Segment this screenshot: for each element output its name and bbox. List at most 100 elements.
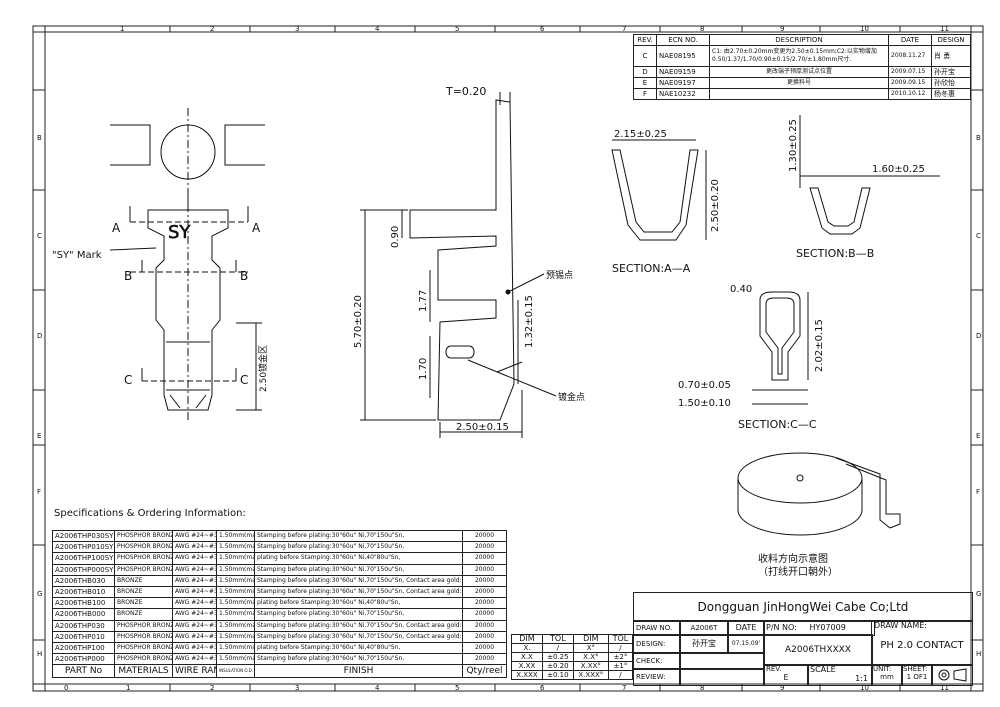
scale-value: 1:1 — [855, 674, 868, 683]
qty-per-reel: 20000 — [462, 608, 507, 621]
finish: Stamping before plating:30"60u" Ni,70"15… — [254, 563, 463, 576]
revision-row: D NAE09159 更改端子预厚测试点位置 2009.07.15 孙开宝 — [633, 66, 971, 78]
wire-range: AWG #24~#30 — [172, 619, 217, 632]
rev-date: 2009.09.15 — [888, 77, 932, 89]
insulation-od: 1.50mm(max) — [216, 597, 255, 610]
cut-a-right-label: A — [252, 221, 261, 235]
cut-c-left-label: C — [124, 373, 132, 387]
sec-b-130-label: 1.30±0.25 — [788, 119, 799, 172]
insulation-od: 1.50mm(max) — [216, 641, 255, 655]
rev-description — [709, 88, 889, 100]
tolerance-cell: ±0.10 — [541, 670, 574, 680]
insulation-od: 1.50mm(max) — [216, 608, 255, 621]
finish: Stamping before plating:30"60u" Ni,70"15… — [254, 574, 463, 587]
part-number: A2006THP100SY — [52, 552, 115, 565]
draw-no-label: DRAW NO. — [633, 620, 681, 636]
material: PHOSPHOR BRONZE — [114, 563, 173, 576]
design-col-header: DESIGN — [931, 34, 971, 46]
grid-col-label: 9 — [780, 684, 784, 692]
grid-col-label: 7 — [622, 684, 626, 692]
tolerance-cell: X.X — [511, 652, 543, 662]
tolerance-col-header: DIM — [572, 634, 609, 644]
draw-name-label: DRAW NAME: — [874, 621, 927, 630]
wire-range: AWG #24~#30 — [172, 585, 217, 599]
cut-b-right-label: B — [240, 269, 248, 283]
carrier-strip-right — [224, 124, 265, 166]
section-a — [611, 139, 707, 241]
scale-box: SCALE 1:1 — [807, 664, 873, 686]
unit-box: UNIT: mm — [871, 664, 903, 686]
grid-row-label: F — [37, 488, 41, 496]
qty-per-reel: 20000 — [462, 585, 507, 599]
inner-border — [44, 31, 972, 685]
spec-col-header: INSULATION O.D. — [216, 664, 255, 679]
grid-row-label: D — [37, 332, 42, 340]
sheet-label: SHEET: — [903, 665, 928, 673]
tolerance-cell: X.XX — [511, 661, 543, 671]
sy-mark-label: "SY" Mark — [52, 250, 102, 261]
revision-table: REV. ECN NO. DESCRIPTION DATE DESIGN C N… — [633, 34, 971, 100]
rev-date: 2010.10.12 — [888, 88, 932, 100]
company-name: Dongguan JinHongWei Cabe Co;Ltd — [633, 592, 973, 622]
carrier-strip-left — [110, 124, 151, 166]
wire-range: AWG #24~#30 — [172, 563, 217, 576]
grid-row-label: C — [976, 232, 981, 240]
material: PHOSPHOR BRONZE — [114, 541, 173, 554]
qty-per-reel: 20000 — [462, 630, 507, 643]
qty-per-reel: 20000 — [462, 574, 507, 587]
draw-name-box: DRAW NAME: PH 2.0 CONTACT — [871, 620, 973, 666]
tolerance-row: X./X°/ — [511, 643, 633, 653]
tin-point-leader — [507, 273, 545, 293]
sec-c-title: SECTION:C—C — [738, 418, 817, 431]
date-col-header: DATE — [888, 34, 932, 46]
grid-row-label: C — [37, 232, 42, 240]
pn-label: P/N NO: — [766, 623, 797, 632]
spec-col-header: Qty/reel — [462, 664, 507, 679]
cut-c-right-label: C — [240, 373, 248, 387]
grid-col-label: 5 — [455, 684, 459, 692]
finish: Stamping before plating:30"60u" Ni,70"15… — [254, 608, 463, 621]
outer-border — [32, 25, 984, 692]
rev-description: 更改端子预厚测试点位置 — [709, 66, 889, 78]
reel-note-2: （打线开口朝外） — [758, 565, 838, 578]
insulation-od: 1.50mm(max) — [216, 563, 255, 576]
tolerance-cell: X.XX° — [572, 661, 609, 671]
reel-strip-edge — [845, 463, 901, 529]
draw-name-value: PH 2.0 CONTACT — [880, 640, 964, 651]
tolerance-col-header: TOL — [607, 634, 633, 644]
rev-designer: 杨冬惠 — [931, 88, 971, 100]
spec-title: Specifications & Ordering Information: — [54, 508, 246, 519]
grid-row-label: E — [976, 432, 980, 440]
cut-a-left-label: A — [112, 221, 121, 235]
tip-hatch-1 — [169, 394, 181, 409]
section-c-outer — [759, 291, 801, 381]
revision-row: C NAE08195 C1: 由2.70±0.20mm变更为2.50±0.15m… — [633, 45, 971, 67]
reel-illustration — [737, 452, 901, 536]
grid-col-label: 0 — [64, 684, 68, 692]
finish: plating before Stamping:30"60u" Ni,40"80… — [254, 552, 463, 565]
dim-090-label: 0.90 — [390, 226, 401, 248]
ecn-number: NAE08195 — [656, 45, 710, 67]
tip-hatch-2 — [195, 394, 207, 409]
qty-per-reel: 20000 — [462, 541, 507, 554]
grid-row-label: G — [37, 590, 42, 598]
insulation-od: 1.50mm(max) — [216, 619, 255, 632]
sec-c-070-label: 0.70±0.05 — [678, 380, 731, 391]
rev-designer: 孙开宝 — [931, 66, 971, 78]
rev-date: 2008.11.27 — [888, 45, 932, 67]
rev-description: 更换料号 — [709, 77, 889, 89]
grid-col-label: 7 — [622, 25, 626, 33]
material: PHOSPHOR BRONZE — [114, 653, 173, 666]
grid-row-label: B — [976, 134, 981, 142]
insulation-od: 1.50mm(max) — [216, 574, 255, 587]
wire-range: AWG #24~#30 — [172, 641, 217, 655]
reel-side — [737, 478, 863, 536]
wire-range: AWG #24~#30 — [172, 574, 217, 587]
